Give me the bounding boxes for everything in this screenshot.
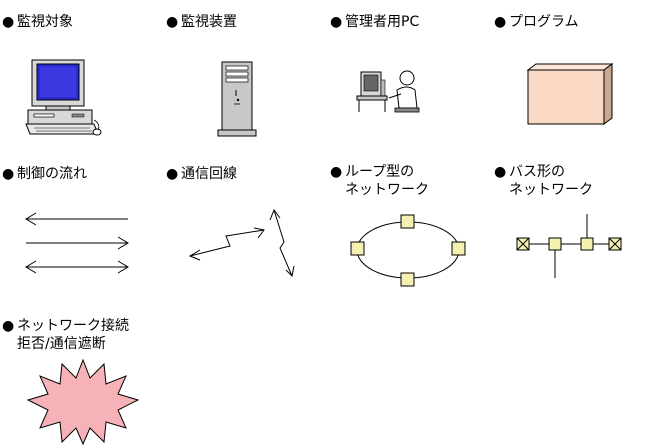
legend-label-bus-network: ●バス形の ネットワーク bbox=[494, 163, 593, 199]
starburst-block-icon bbox=[26, 358, 140, 446]
label-text-line2: ネットワーク bbox=[509, 182, 593, 198]
bullet: ● bbox=[330, 14, 343, 30]
label-text: 監視対象 bbox=[17, 14, 73, 30]
legend-label-monitored-target: ●監視対象 bbox=[2, 13, 73, 31]
label-text-line2: ネットワーク bbox=[345, 182, 429, 198]
legend-label-monitoring-device: ●監視装置 bbox=[166, 13, 237, 31]
bullet: ● bbox=[2, 14, 15, 30]
label-text: 制御の流れ bbox=[17, 166, 87, 182]
label-text: バス形の bbox=[509, 164, 565, 180]
bullet: ● bbox=[2, 166, 15, 182]
communication-line-icon bbox=[188, 208, 295, 278]
legend-label-ring-network: ●ループ型の ネットワーク bbox=[330, 163, 429, 199]
label-text: 監視装置 bbox=[181, 14, 237, 30]
bullet: ● bbox=[166, 14, 179, 30]
bullet: ● bbox=[166, 166, 179, 182]
legend-label-admin-pc: ●管理者用PC bbox=[330, 13, 419, 31]
legend-label-communication-line: ●通信回線 bbox=[166, 165, 237, 183]
legend-label-program: ●プログラム bbox=[494, 13, 579, 31]
bullet: ● bbox=[2, 318, 15, 334]
label-text: 通信回線 bbox=[181, 166, 237, 182]
label-text: 管理者用PC bbox=[345, 14, 420, 30]
program-box-icon bbox=[526, 63, 614, 125]
legend-label-control-flow: ●制御の流れ bbox=[2, 165, 87, 183]
label-text: ネットワーク接続 bbox=[17, 318, 129, 334]
admin-user-pc-icon bbox=[356, 70, 420, 113]
bullet: ● bbox=[494, 164, 507, 180]
legend-label-connection-block: ●ネットワーク接続 拒否/通信遮断 bbox=[2, 317, 129, 353]
bullet: ● bbox=[330, 164, 343, 180]
ring-network-icon bbox=[350, 214, 466, 287]
control-flow-arrows-icon bbox=[25, 212, 129, 274]
bus-network-icon bbox=[516, 214, 622, 278]
server-tower-icon bbox=[217, 61, 257, 137]
label-text: プログラム bbox=[509, 14, 579, 30]
desktop-computer-icon bbox=[25, 59, 102, 136]
label-text: ループ型の bbox=[345, 164, 415, 180]
bullet: ● bbox=[494, 14, 507, 30]
label-text-line2: 拒否/通信遮断 bbox=[17, 336, 106, 352]
